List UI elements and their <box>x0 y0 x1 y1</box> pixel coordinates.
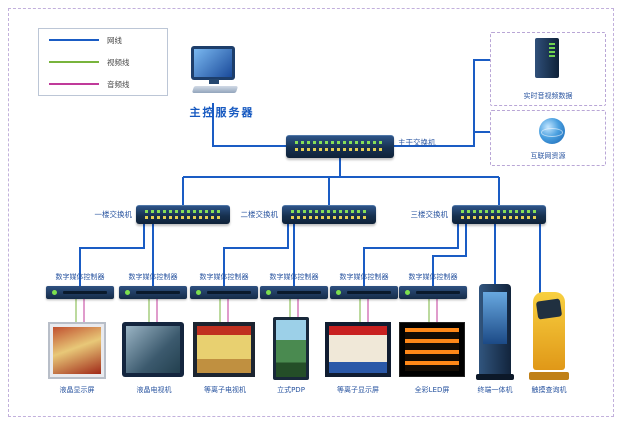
led-indicator <box>52 290 57 295</box>
lcd-tv-icon <box>122 322 184 377</box>
internet-label: 互联网资源 <box>530 152 566 160</box>
pc-monitor-icon <box>191 46 235 80</box>
vertical-pdp-icon <box>273 317 309 380</box>
vertical-pdp-screen <box>276 320 306 377</box>
controller-slot <box>347 291 391 294</box>
legend-label-audio: 音频线 <box>107 79 130 89</box>
led-indicator <box>405 290 410 295</box>
globe-icon <box>539 118 565 144</box>
controller2-label: 数字媒体控制器 <box>128 273 178 281</box>
av-data-box: 实时音视频数据 <box>490 32 606 106</box>
display5-label: 等离子显示屏 <box>337 386 379 394</box>
switch-ports <box>295 148 385 151</box>
plasma-tv-screen <box>197 326 251 373</box>
floor3-switch-icon <box>452 205 546 224</box>
media-controller4-icon <box>260 286 328 299</box>
display6-label: 全彩LED屏 <box>414 386 450 394</box>
floor3-switch-label: 三楼交换机 <box>410 210 449 219</box>
led-screen-panel <box>405 328 459 371</box>
controller6-label: 数字媒体控制器 <box>408 273 458 281</box>
legend-item-network: 网线 <box>39 29 167 51</box>
server-tower-icon <box>535 38 559 78</box>
media-controller1-icon <box>46 286 114 299</box>
switch-ports <box>295 141 385 144</box>
cable-network-switch1-ctrl1 <box>79 223 145 286</box>
display2-label: 液晶电视机 <box>136 386 172 394</box>
pc-tower-icon <box>172 48 187 92</box>
cable-network-server-trunk <box>212 103 287 147</box>
pc-stand <box>209 79 219 84</box>
media-controller5-icon <box>330 286 398 299</box>
switch-ports <box>461 210 537 213</box>
media-controller2-icon <box>119 286 187 299</box>
led-indicator <box>336 290 341 295</box>
led-indicator <box>266 290 271 295</box>
floor1-switch-label: 一楼交换机 <box>94 210 133 219</box>
lcd-display-icon <box>48 322 106 379</box>
cable-network-switch3-ctrl5 <box>363 223 459 286</box>
server-led-vents <box>549 43 555 57</box>
legend-item-audio: 音频线 <box>39 73 167 95</box>
touch-kiosk-icon <box>529 292 569 380</box>
main-server-icon <box>172 46 242 104</box>
av-data-label: 实时音视频数据 <box>523 92 573 100</box>
led-screen-icon <box>399 322 465 377</box>
controller-slot <box>207 291 251 294</box>
controller-slot <box>63 291 107 294</box>
legend-label-video: 视频线 <box>107 57 130 67</box>
led-indicator <box>125 290 130 295</box>
trunk-switch-icon <box>286 135 394 158</box>
main-server-label: 主控服务器 <box>189 106 255 119</box>
legend-label-network: 网线 <box>107 35 122 45</box>
terminal-kiosk-icon <box>476 284 514 380</box>
controller-slot <box>136 291 180 294</box>
globe-latitude <box>541 128 563 137</box>
switch-ports <box>145 210 221 213</box>
switch-ports <box>461 216 537 219</box>
switch-ports <box>291 216 367 219</box>
video-line-swatch <box>49 61 99 63</box>
display4-label: 立式PDP <box>277 386 305 394</box>
pc-screen <box>194 49 232 77</box>
display1-label: 液晶显示屏 <box>59 386 95 394</box>
display3-label: 等离子电视机 <box>204 386 246 394</box>
switch-ports <box>145 216 221 219</box>
cable-network-trunk-avdata <box>394 59 490 147</box>
touch-kiosk-screen <box>535 298 563 320</box>
display8-label: 触摸查询机 <box>531 386 567 394</box>
display7-label: 终端一体机 <box>477 386 513 394</box>
controller4-label: 数字媒体控制器 <box>269 273 319 281</box>
controller3-label: 数字媒体控制器 <box>199 273 249 281</box>
network-line-swatch <box>49 39 99 41</box>
led-indicator <box>196 290 201 295</box>
controller1-label: 数字媒体控制器 <box>55 273 105 281</box>
trunk-switch-label: 主干交换机 <box>398 138 436 147</box>
floor1-switch-icon <box>136 205 230 224</box>
controller-slot <box>416 291 460 294</box>
plasma-tv-icon <box>193 322 255 377</box>
terminal-kiosk-screen <box>483 292 507 344</box>
terminal-kiosk-base <box>476 374 514 380</box>
plasma-display-icon <box>325 322 391 377</box>
controller-slot <box>277 291 321 294</box>
media-controller6-icon <box>399 286 467 299</box>
legend-item-video: 视频线 <box>39 51 167 73</box>
touch-kiosk-base <box>529 372 569 380</box>
floor2-switch-icon <box>282 205 376 224</box>
plasma-display-screen <box>329 326 387 373</box>
lcd-display-screen <box>53 327 101 374</box>
cable-network-switch2-ctrl3 <box>223 223 289 286</box>
pc-keyboard-icon <box>191 86 239 93</box>
audio-line-swatch <box>49 83 99 85</box>
cable-network-switch3-ctrl6 <box>432 223 467 286</box>
internet-box: 互联网资源 <box>490 110 606 166</box>
switch-ports <box>291 210 367 213</box>
controller5-label: 数字媒体控制器 <box>339 273 389 281</box>
lcd-tv-screen <box>126 326 180 373</box>
legend-box: 网线 视频线 音频线 <box>38 28 168 96</box>
floor2-switch-label: 二楼交换机 <box>240 210 279 219</box>
media-controller3-icon <box>190 286 258 299</box>
